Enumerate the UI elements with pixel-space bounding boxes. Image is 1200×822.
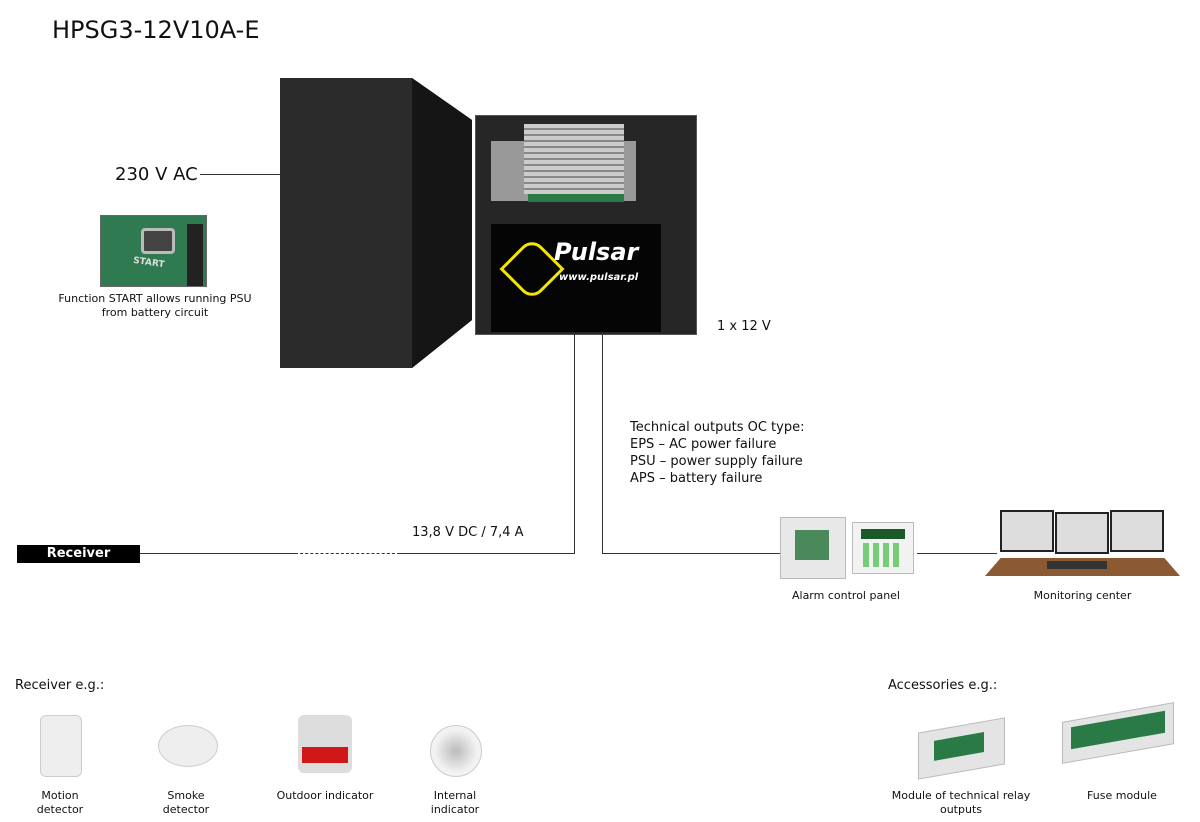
technical-outputs: Technical outputs OC type:EPS – AC power… [630, 420, 805, 486]
keypad-photo [852, 522, 914, 574]
input-voltage-label: 230 V AC [115, 164, 198, 185]
smoke-detector-icon [158, 725, 218, 767]
motion-detector-icon [40, 715, 82, 777]
battery-label: 1 x 12 V [717, 319, 771, 334]
alarm-panel-caption: Alarm control panel [791, 589, 900, 602]
receiver-box: Receiver [17, 545, 140, 563]
monitoring-center-photo [985, 508, 1180, 578]
receiver-item: Internal indicator [430, 789, 480, 816]
internal-indicator-icon [430, 725, 482, 777]
start-button-photo: START [100, 215, 207, 287]
accessory-item: Module of technical relay outputs [891, 789, 1031, 816]
accessory-item: Fuse module [1087, 789, 1157, 802]
outdoor-indicator-icon [298, 715, 352, 773]
receiver-item: Smoke detector [162, 789, 210, 816]
accessories-heading: Accessories e.g.: [888, 678, 998, 693]
receivers-heading: Receiver e.g.: [15, 678, 105, 693]
output-label: 13,8 V DC / 7,4 A [412, 525, 524, 540]
fuse-module-icon [1062, 702, 1174, 764]
page-title: HPSG3-12V10A-E [52, 16, 260, 44]
pulsar-logo-panel: Pulsar www.pulsar.pl [491, 224, 661, 332]
alarm-panel-photo [780, 517, 846, 579]
start-caption: Function START allows running PSU from b… [58, 292, 252, 319]
receiver-item: Outdoor indicator [276, 789, 374, 802]
relay-module-icon [918, 717, 1005, 780]
monitoring-caption: Monitoring center [1033, 589, 1132, 602]
psu-cabinet: Pulsar www.pulsar.pl [475, 115, 697, 335]
receiver-item: Motion detector [36, 789, 84, 816]
enclosure-door [280, 78, 472, 368]
